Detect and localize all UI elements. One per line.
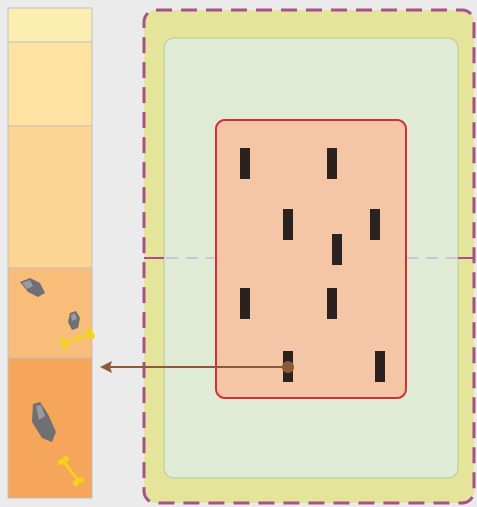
post-hole bbox=[375, 351, 385, 382]
trench bbox=[215, 119, 407, 399]
post-hole bbox=[370, 209, 380, 240]
sample-marker bbox=[282, 361, 294, 373]
stone-artifact bbox=[20, 278, 45, 297]
post-hole bbox=[332, 234, 342, 265]
stratum-layer-4 bbox=[7, 267, 93, 359]
bone-artifact bbox=[58, 456, 84, 486]
post-hole bbox=[240, 288, 250, 319]
stratigraphic-column bbox=[7, 7, 95, 499]
site-area bbox=[100, 8, 476, 505]
stone-artifact bbox=[32, 402, 56, 442]
stone-artifact bbox=[68, 311, 80, 330]
post-hole bbox=[240, 148, 250, 179]
post-hole bbox=[283, 209, 293, 240]
stratum-layer-2 bbox=[7, 41, 93, 127]
stratum-layer-1 bbox=[7, 7, 93, 43]
bone-artifact bbox=[60, 328, 95, 349]
post-hole bbox=[327, 288, 337, 319]
post-hole bbox=[327, 148, 337, 179]
stratum-layer-3 bbox=[7, 125, 93, 269]
correlation-arrow bbox=[100, 361, 294, 373]
